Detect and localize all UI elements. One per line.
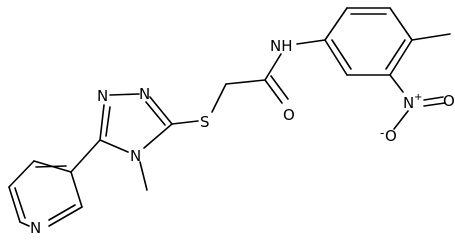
bond-pyridine-4	[19, 221, 30, 227]
atom-o-nitro-bottom: O	[385, 127, 397, 145]
atom-o-nitro-minus: -	[380, 126, 384, 140]
atom-n-triazole-2: N	[97, 87, 108, 105]
bond-benzene-6	[324, 39, 348, 76]
atom-n-pyridine: N	[30, 219, 41, 235]
bond-carbonyl-o-2	[270, 75, 289, 100]
bond-ring-nitro	[389, 74, 404, 93]
atom-o-nitro-top: O	[443, 92, 455, 110]
bond-pyridine-5	[48, 206, 83, 227]
bond-triazole-n4-c5	[143, 123, 173, 149]
bond-benzene-4	[389, 39, 413, 76]
bond-benzene-3	[389, 7, 413, 41]
atom-s: S	[200, 113, 210, 131]
bond-nitro-o-bottom	[393, 110, 409, 130]
atom-nitro-plus: +	[414, 92, 422, 103]
bond-pyridine-5-inner	[48, 204, 76, 221]
bonds	[8, 7, 451, 227]
bond-triazole-c5-n1-inner	[145, 101, 166, 126]
bond-pyridine-1-inner	[35, 165, 67, 168]
bond-ring-methyl	[411, 33, 451, 41]
bond-n-methyl	[139, 161, 148, 191]
bond-benzene-6-inner	[331, 39, 352, 70]
bond-s-triazole	[171, 120, 199, 125]
bond-nitro-o-top-2	[423, 102, 446, 107]
bond-benzene-4-inner	[385, 39, 406, 70]
bond-ring-nh	[296, 39, 326, 45]
bond-pyridine-2	[8, 160, 35, 188]
atom-n-methyl: N	[130, 147, 141, 165]
molecule-structure: NH O S N N N N N + O - O	[8, 7, 455, 235]
bond-benzene-1	[324, 7, 348, 41]
bond-triazole-pyridine	[70, 139, 101, 173]
bond-triazole-c5-n1	[149, 96, 173, 125]
bond-carbonyl-ch2	[225, 79, 266, 85]
atom-nh: NH	[270, 37, 293, 55]
bond-triazole-n1-n2	[109, 93, 140, 96]
atom-n-nitro: N	[403, 94, 414, 112]
bond-triazole-n2-c3-inner	[105, 106, 111, 137]
bond-triazole-n2-c3	[99, 104, 105, 141]
structure-canvas: NH O S N N N N N + O - O	[8, 7, 455, 235]
atom-o-carbonyl: O	[283, 106, 295, 124]
bond-pyridine-3-inner	[14, 187, 26, 219]
bond-carbonyl-o-1	[264, 79, 283, 104]
bond-pyridine-6	[70, 171, 83, 208]
atom-n-triazole-1: N	[139, 85, 150, 103]
bond-triazole-c3-n4	[99, 139, 129, 153]
bond-nitro-o-top	[423, 96, 444, 101]
bond-ch2-s	[211, 83, 227, 113]
bond-pyridine-3	[8, 186, 21, 223]
bond-nh-carbonyl	[264, 53, 282, 81]
atom-labels: NH O S N N N N N + O - O	[30, 37, 455, 235]
